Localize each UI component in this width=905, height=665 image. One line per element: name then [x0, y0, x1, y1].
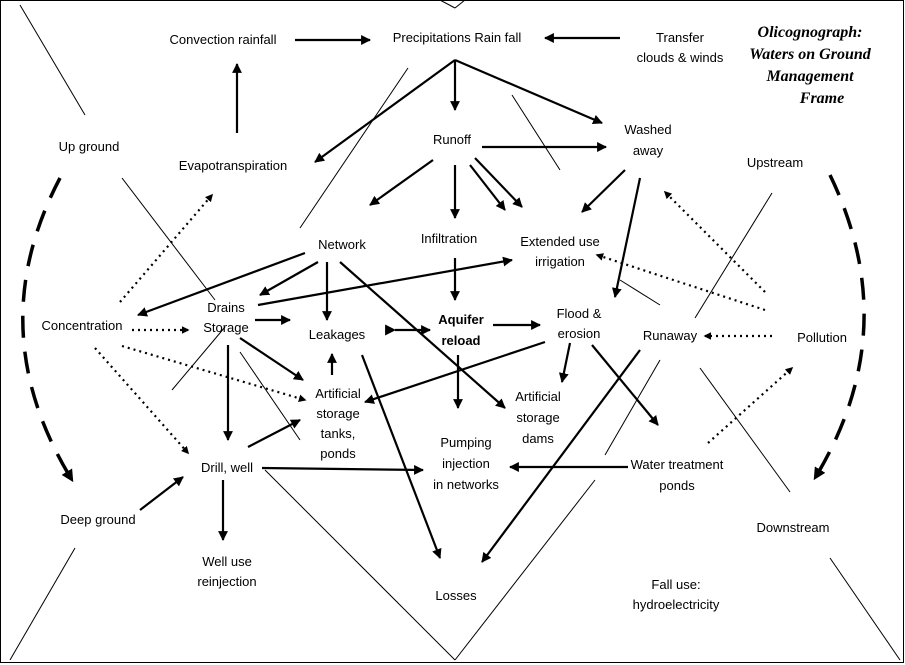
node-precipitations: Precipitations Rain fall — [393, 30, 522, 45]
svg-text:Storage: Storage — [203, 320, 249, 335]
node-deep-ground: Deep ground — [60, 512, 135, 527]
node-drains-storage: Drains Storage — [203, 300, 249, 335]
svg-text:Transfer: Transfer — [656, 30, 705, 45]
svg-text:Artificial: Artificial — [315, 386, 361, 401]
svg-text:Flood &: Flood & — [557, 306, 602, 321]
svg-text:ponds: ponds — [320, 446, 356, 461]
svg-text:storage: storage — [316, 406, 359, 421]
svg-text:erosion: erosion — [558, 326, 601, 341]
svg-text:Water treatment: Water treatment — [631, 457, 724, 472]
node-infiltration: Infiltration — [421, 231, 477, 246]
node-runaway: Runaway — [643, 328, 698, 343]
node-flood-erosion: Flood & erosion — [557, 306, 602, 341]
node-losses: Losses — [435, 588, 477, 603]
node-transfer-clouds: Transfer clouds & winds — [637, 30, 724, 65]
node-drill-well: Drill, well — [201, 460, 253, 475]
node-water-treatment: Water treatment ponds — [631, 457, 724, 493]
svg-text:hydroelectricity: hydroelectricity — [633, 597, 720, 612]
title-line-2: Waters on Ground — [749, 46, 872, 63]
node-fall-use: Fall use: hydroelectricity — [633, 577, 720, 612]
node-evapotranspiration: Evapotranspiration — [179, 158, 287, 173]
right-dashed-cycle — [813, 174, 866, 481]
svg-text:irrigation: irrigation — [535, 254, 585, 269]
diagram-title: Olicognograph: Waters on Ground Manageme… — [749, 24, 872, 107]
svg-text:clouds & winds: clouds & winds — [637, 50, 724, 65]
svg-text:Fall use:: Fall use: — [651, 577, 700, 592]
node-concentration: Concentration — [42, 318, 123, 333]
svg-text:Extended use: Extended use — [520, 234, 600, 249]
svg-text:Aquifer: Aquifer — [438, 312, 484, 327]
node-leakages: Leakages — [309, 327, 366, 342]
node-labels: Convection rainfall Precipitations Rain … — [42, 30, 847, 612]
node-washed-away: Washed away — [624, 122, 671, 158]
node-runoff: Runoff — [433, 132, 471, 147]
svg-text:dams: dams — [522, 431, 554, 446]
svg-text:storage: storage — [516, 410, 559, 425]
svg-text:Washed: Washed — [624, 122, 671, 137]
title-line-3: Management — [765, 68, 854, 85]
node-extended-use: Extended use irrigation — [520, 234, 600, 269]
node-well-use: Well use reinjection — [197, 554, 256, 589]
background-lines — [9, 0, 901, 661]
solid-arrows — [137, 33, 659, 563]
node-up-ground: Up ground — [59, 139, 120, 154]
svg-text:injection: injection — [442, 456, 490, 471]
left-dashed-cycle — [21, 177, 74, 483]
title-line-4: Frame — [799, 90, 844, 107]
node-pumping-injection: Pumping injection in networks — [433, 435, 499, 492]
svg-text:Well use: Well use — [202, 554, 252, 569]
node-convection-rainfall: Convection rainfall — [170, 32, 277, 47]
svg-text:tanks,: tanks, — [321, 426, 356, 441]
svg-text:Pumping: Pumping — [440, 435, 491, 450]
node-downstream: Downstream — [757, 520, 830, 535]
svg-text:in networks: in networks — [433, 477, 499, 492]
node-artificial-tanks: Artificial storage tanks, ponds — [315, 386, 361, 461]
svg-text:ponds: ponds — [659, 478, 695, 493]
dotted-arrows — [94, 190, 794, 455]
node-aquifer-reload: Aquifer reload — [438, 312, 484, 348]
node-pollution: Pollution — [797, 330, 847, 345]
svg-text:away: away — [633, 143, 664, 158]
svg-text:Artificial: Artificial — [515, 389, 561, 404]
svg-text:reload: reload — [441, 333, 480, 348]
node-network: Network — [318, 237, 366, 252]
title-line-1: Olicognograph: — [758, 24, 863, 41]
svg-text:reinjection: reinjection — [197, 574, 256, 589]
svg-text:Drains: Drains — [207, 300, 245, 315]
node-artificial-dams: Artificial storage dams — [515, 389, 561, 446]
node-upstream: Upstream — [747, 155, 803, 170]
